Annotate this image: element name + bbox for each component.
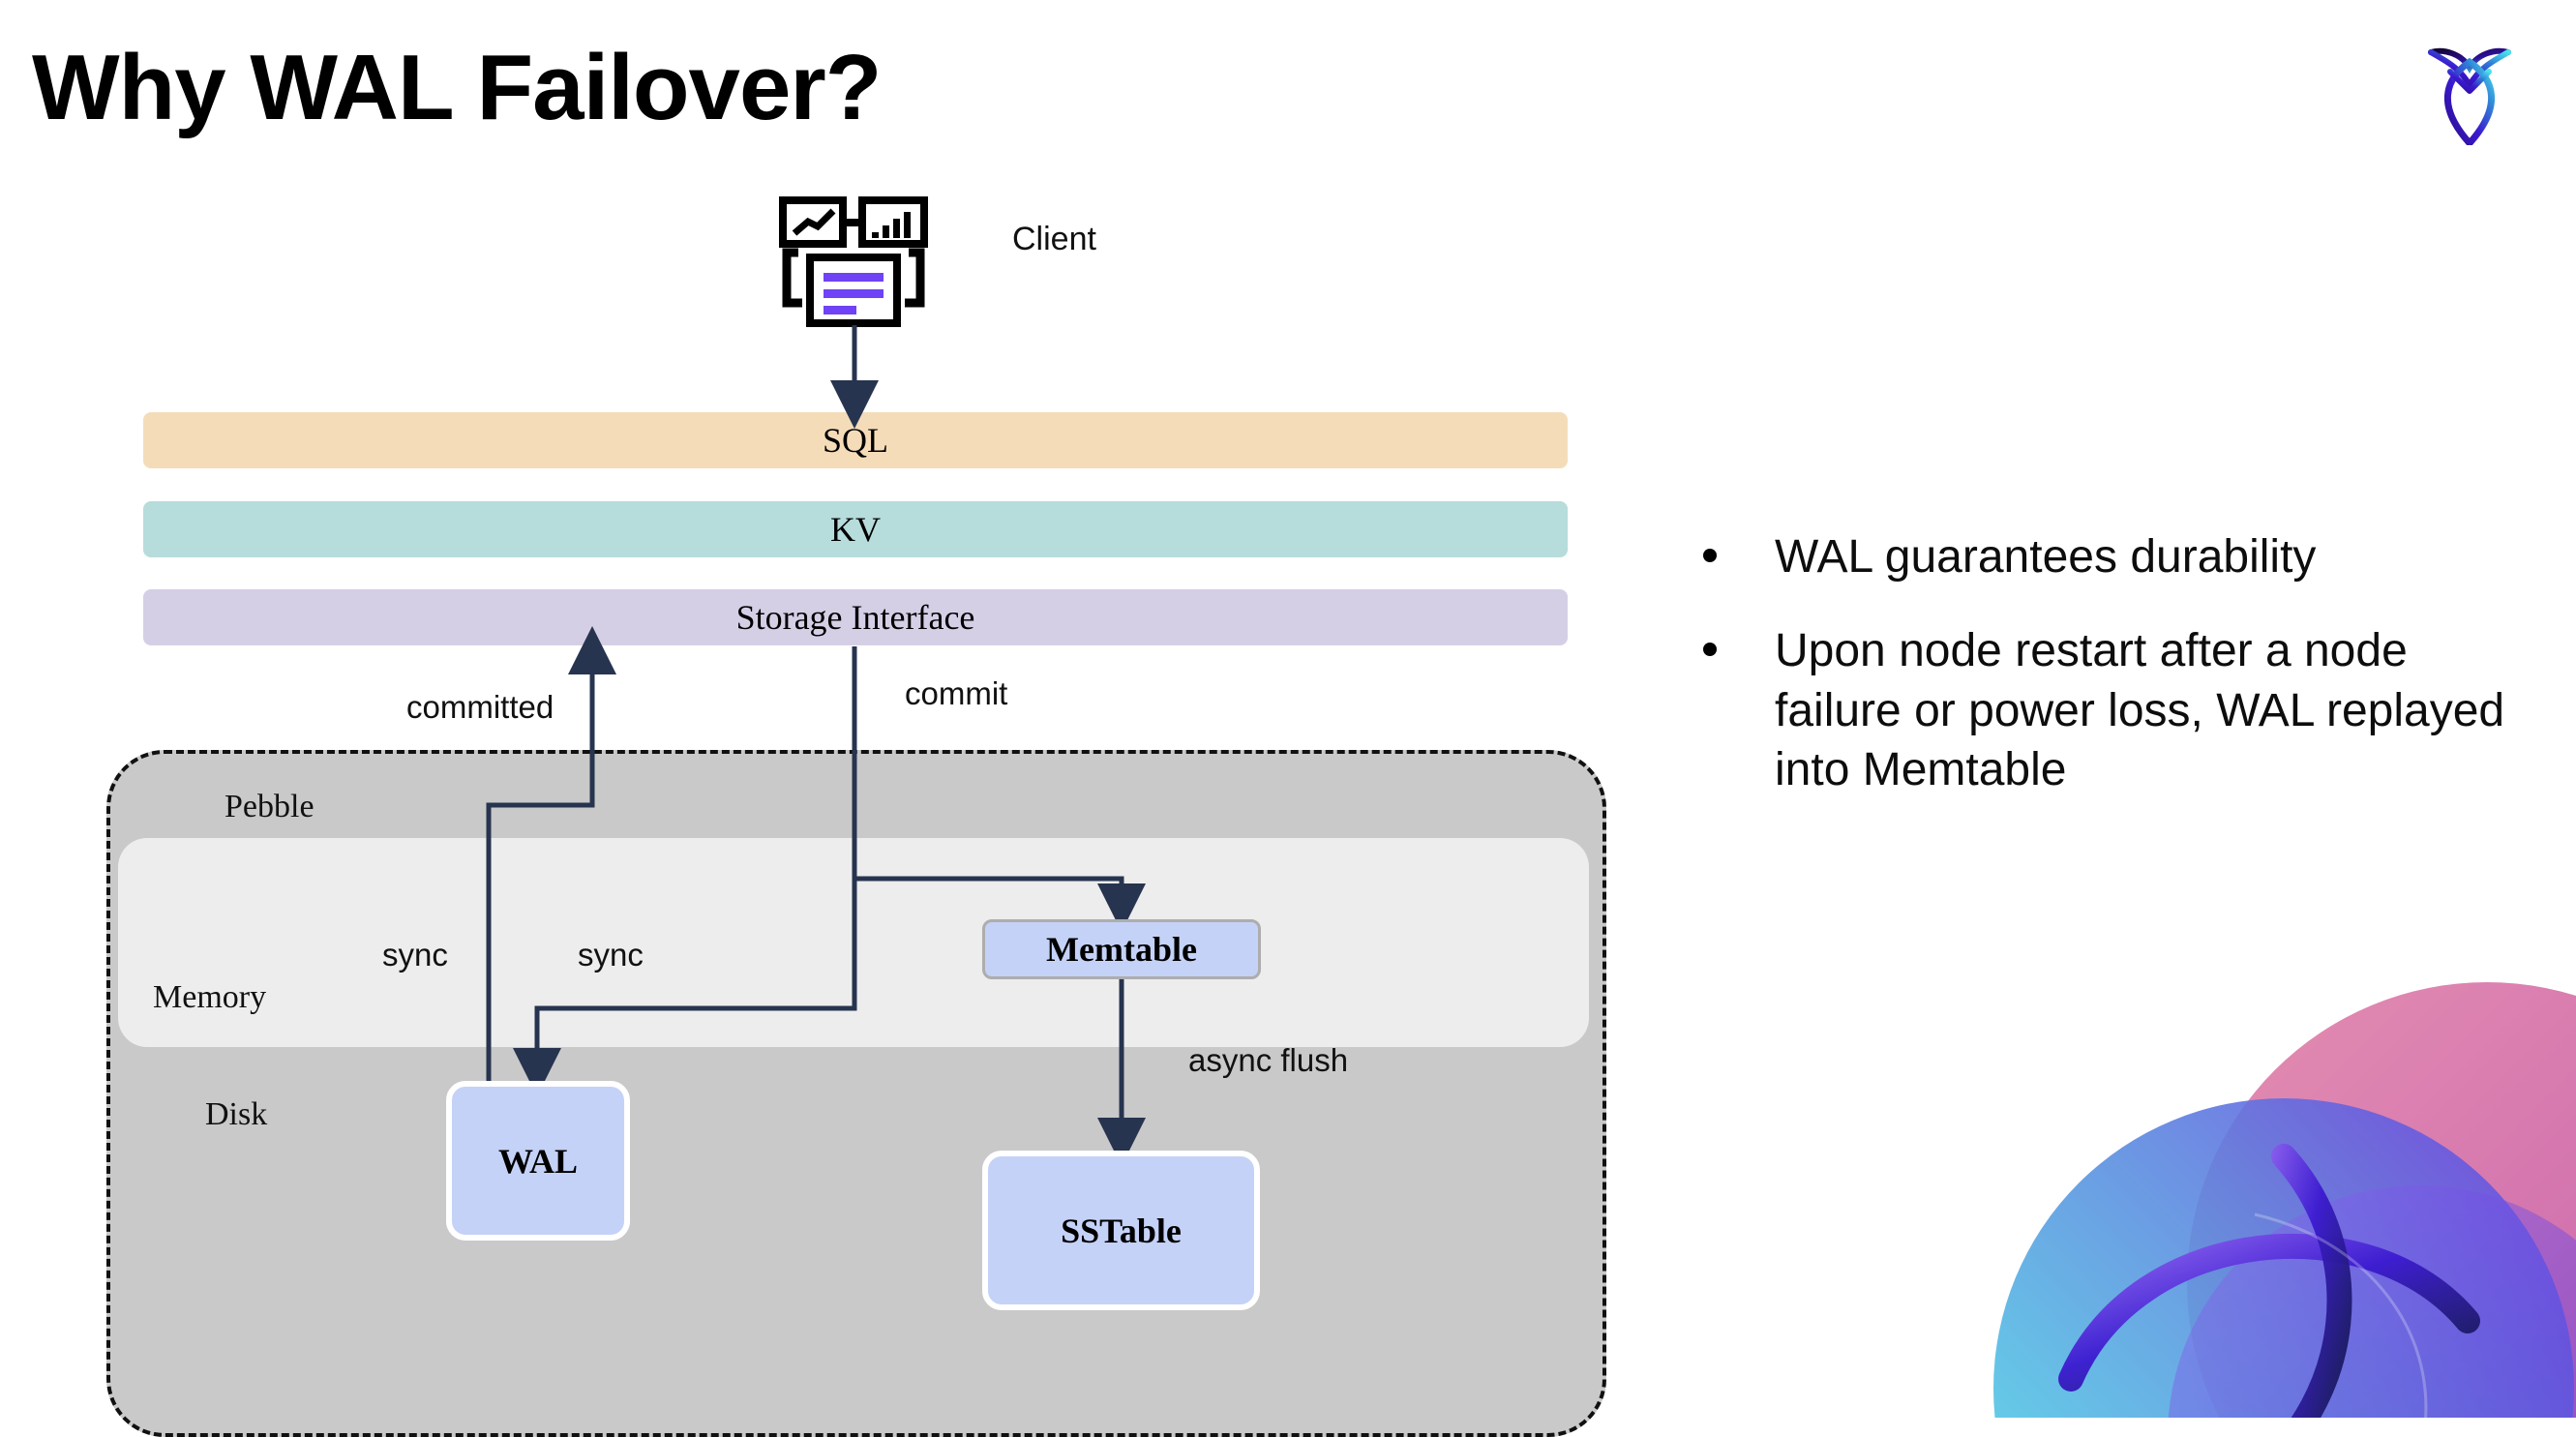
memory-label: Memory — [153, 979, 267, 1015]
cockroach-logo-icon — [2411, 29, 2528, 149]
pebble-label: Pebble — [225, 789, 315, 824]
disk-label: Disk — [205, 1096, 268, 1132]
bullet-dot-icon — [1703, 643, 1717, 657]
list-item: WAL guarantees durability — [1703, 527, 2526, 586]
client-dashboard-icon — [777, 196, 932, 327]
layer-bar-storage-interface[interactable]: Storage Interface — [143, 589, 1568, 645]
diagram-connectors — [486, 325, 1146, 1166]
edge-label-sync-left: sync — [382, 937, 448, 973]
node-wal[interactable]: WAL — [446, 1081, 630, 1241]
brand-watermark-icon — [1964, 934, 2576, 1418]
bullet-dot-icon — [1703, 549, 1717, 562]
edge-label-sync-right: sync — [578, 937, 644, 973]
node-memtable[interactable]: Memtable — [982, 919, 1261, 979]
edge-label-commit: commit — [905, 675, 1008, 711]
list-item: Upon node restart after a node failure o… — [1703, 621, 2526, 799]
layer-bar-kv[interactable]: KV — [143, 501, 1568, 557]
node-sstable[interactable]: SSTable — [982, 1151, 1260, 1310]
edge-label-async-flush: async flush — [1188, 1042, 1349, 1078]
client-label: Client — [1012, 221, 1096, 257]
page-title: Why WAL Failover? — [32, 36, 882, 139]
bullet-list: WAL guarantees durability Upon node rest… — [1703, 527, 2526, 835]
edge-label-committed: committed — [406, 689, 554, 725]
bullet-text: WAL guarantees durability — [1775, 531, 2317, 583]
bullet-text: Upon node restart after a node failure o… — [1775, 625, 2505, 796]
